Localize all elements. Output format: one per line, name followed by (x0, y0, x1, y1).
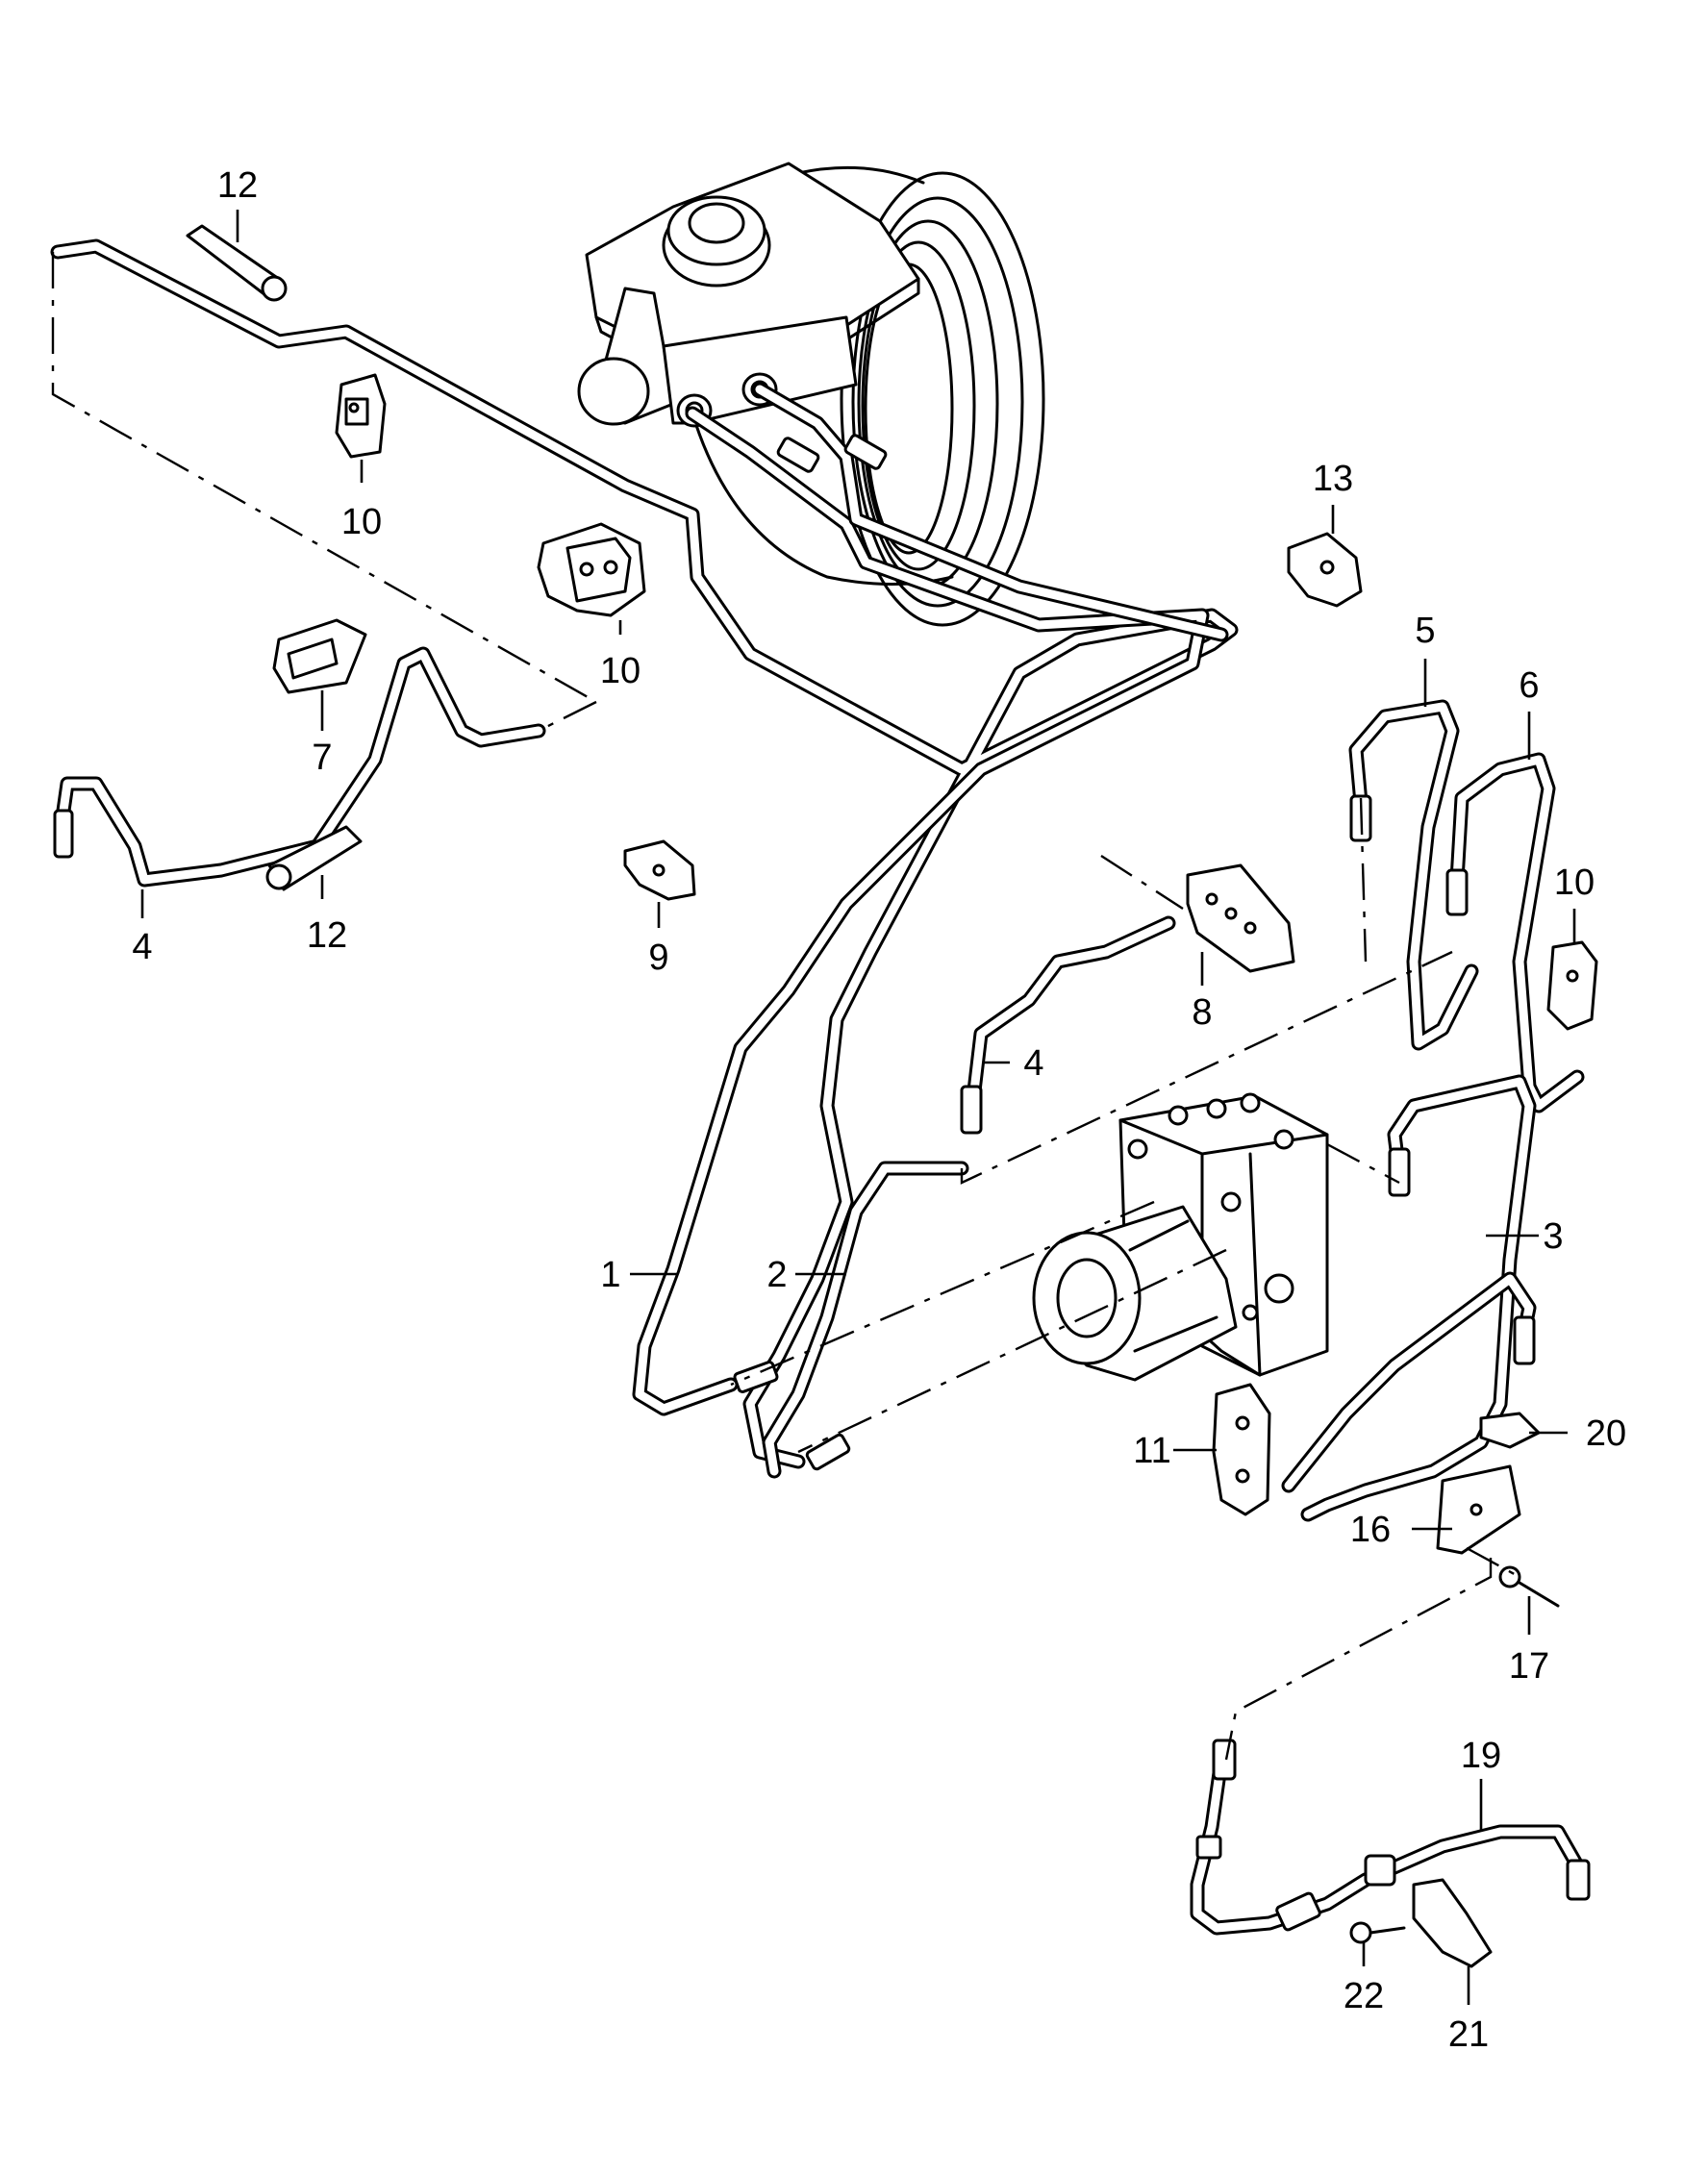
leader-lines (140, 210, 1576, 2005)
bracket-8 (1186, 863, 1295, 973)
callout-12-top: 12 (217, 165, 258, 206)
callout-21: 21 (1448, 2014, 1489, 2055)
brake-pipes (50, 238, 1585, 1522)
clip-10c (1546, 940, 1598, 1031)
clip-9 (623, 839, 696, 901)
callout-22: 22 (1344, 1976, 1384, 2016)
bracket-16 (1436, 1464, 1521, 1555)
callout-10-center: 10 (600, 651, 640, 691)
bracket-21 (1412, 1878, 1493, 1968)
abs-unit (1032, 1092, 1329, 1382)
callout-5: 5 (1415, 611, 1435, 651)
callout-4-center: 4 (1023, 1043, 1043, 1084)
callout-8: 8 (1192, 992, 1212, 1033)
callout-13: 13 (1313, 459, 1353, 499)
callout-20: 20 (1586, 1413, 1626, 1454)
callout-labels: 12 10 10 7 4 12 9 13 5 6 10 8 4 1 2 3 20… (132, 165, 1626, 2055)
bolt-17 (1498, 1565, 1560, 1608)
clip-11 (1212, 1383, 1271, 1516)
callout-3: 3 (1543, 1216, 1563, 1257)
clip-13 (1287, 532, 1363, 608)
callout-10-right: 10 (1554, 863, 1595, 903)
callout-19: 19 (1461, 1736, 1501, 1776)
connection-lines (51, 252, 1520, 1761)
pipe-fittings (53, 434, 1536, 1471)
callout-9: 9 (648, 938, 668, 978)
callout-16: 16 (1350, 1510, 1391, 1550)
clip-20 (1479, 1412, 1541, 1449)
clip-10a (335, 373, 387, 459)
callout-12-bottom: 12 (307, 915, 347, 956)
callout-17: 17 (1509, 1646, 1549, 1687)
callout-11: 11 (1133, 1431, 1170, 1471)
callout-6: 6 (1519, 665, 1539, 706)
bolt-22 (1349, 1921, 1406, 1944)
callout-1: 1 (600, 1255, 620, 1295)
sleeve-12a (186, 224, 288, 302)
clip-10b (537, 522, 646, 617)
master-cylinder (577, 162, 920, 428)
sleeve-12b (265, 825, 363, 891)
callout-10-left: 10 (341, 502, 382, 542)
clip-7 (272, 618, 367, 694)
callout-7: 7 (312, 738, 332, 778)
callout-2: 2 (766, 1255, 787, 1295)
brake-hose-19 (1190, 1738, 1591, 1936)
callout-4-left: 4 (132, 927, 152, 967)
